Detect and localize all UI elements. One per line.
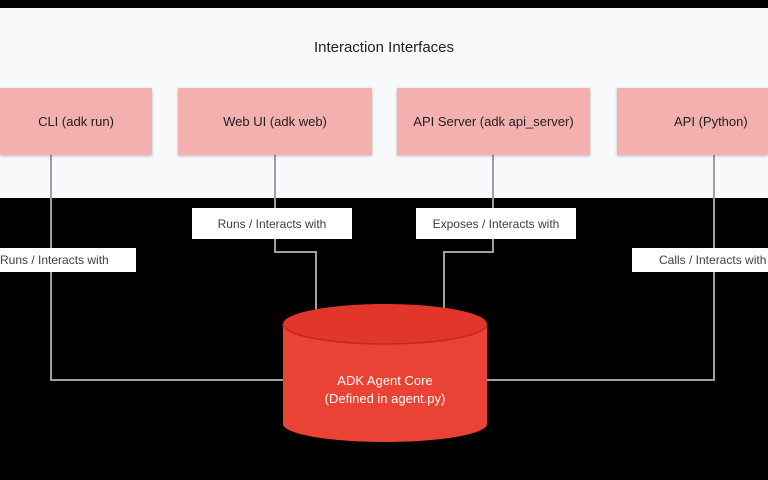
cylinder-top [283, 304, 487, 344]
edge-label-cli: Runs / Interacts with [0, 248, 136, 272]
connector-api-server [443, 155, 494, 312]
cylinder-body [283, 324, 487, 442]
edge-label-api-server-text: Exposes / Interacts with [432, 216, 560, 231]
cylinder-rim [282, 323, 488, 345]
edge-label-web-ui-text: Runs / Interacts with [217, 216, 327, 231]
interface-api-python-label: API (Python) [674, 114, 748, 129]
edge-label-api-server: Exposes / Interacts with [416, 208, 576, 239]
interface-web-ui: Web UI (adk web) [178, 88, 372, 155]
edge-label-api-python: Calls / Interacts with [632, 248, 768, 272]
connector-api-python [482, 155, 715, 381]
interface-api-server: API Server (adk api_server) [397, 88, 590, 155]
edge-label-api-python-text: Calls / Interacts with [659, 253, 767, 267]
connector-web-ui [274, 155, 317, 312]
interface-cli-label: CLI (adk run) [38, 114, 114, 129]
section-title: Interaction Interfaces [313, 39, 455, 56]
interface-web-ui-label: Web UI (adk web) [223, 114, 327, 129]
edge-label-cli-text: Runs / Interacts with [0, 253, 109, 267]
edge-label-web-ui: Runs / Interacts with [192, 208, 352, 239]
agent-core-title: ADK Agent Core [337, 373, 433, 388]
connector-cli [50, 155, 290, 381]
agent-core-label: ADK Agent Core (Defined in agent.py) [283, 372, 487, 408]
interface-api-python: API (Python) [617, 88, 768, 155]
interface-cli: CLI (adk run) [0, 88, 152, 155]
interface-api-server-label: API Server (adk api_server) [413, 114, 574, 129]
agent-core-subtitle: (Defined in agent.py) [324, 391, 446, 406]
